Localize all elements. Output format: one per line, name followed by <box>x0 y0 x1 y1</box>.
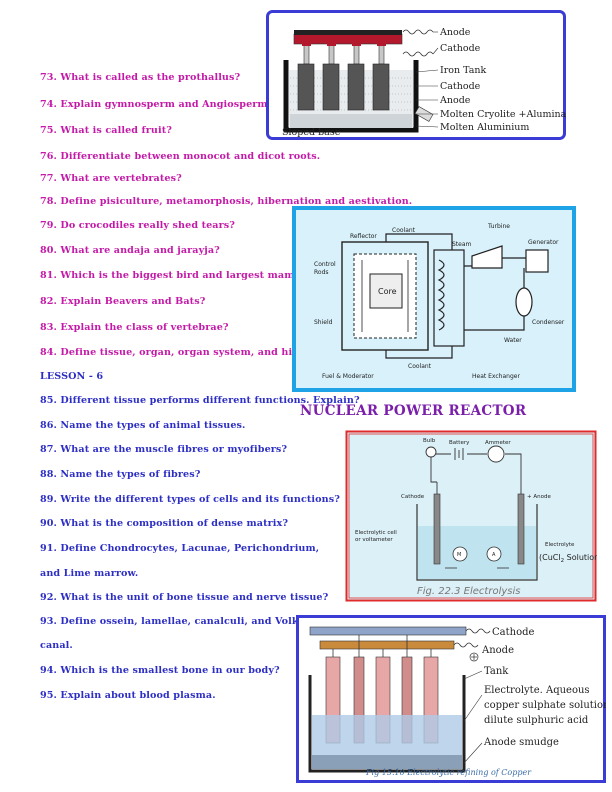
reactor-label-coolant-top: Coolant <box>392 227 416 234</box>
question-78: 78. Define pisiculture, metamorphosis, h… <box>40 196 413 207</box>
elec-label-battery: Battery <box>449 440 470 446</box>
cu-label-copper-sulphate: copper sulphate solution <box>484 700 606 711</box>
question-95: 95. Explain about blood plasma. <box>40 690 216 701</box>
question-84: 84. Define tissue, organ, organ system, … <box>40 347 334 358</box>
reactor-label-coolant-bottom: Coolant <box>408 363 432 370</box>
reactor-label-control-2: Rods <box>314 269 329 276</box>
cu-label-tank: Tank <box>484 666 509 677</box>
elec-label-ammeter: Ammeter <box>485 440 511 446</box>
reactor-label-steam: Steam <box>452 241 472 248</box>
reactor-label-shield: Shield <box>314 319 333 326</box>
cu-caption: Fig 15.10 Electrolytic refining of Coppe… <box>365 768 532 777</box>
elec-label-cathode: Cathode <box>401 494 425 500</box>
elec-caption: Fig. 22.3 Electrolysis <box>417 586 520 597</box>
question-75: 75. What is called fruit? <box>40 125 173 136</box>
question-74: 74. Explain gymnosperm and Angiosperms. <box>40 99 277 110</box>
cu-label-cathode: Cathode <box>492 627 534 638</box>
cu-label-anode: Anode <box>481 645 514 656</box>
question-82: 82. Explain Beavers and Bats? <box>40 296 206 307</box>
cu-label-sulphuric-acid: dilute sulphuric acid <box>484 715 589 726</box>
question-77: 77. What are vertebrates? <box>40 173 182 184</box>
reactor-title: NUCLEAR POWER REACTOR <box>300 403 527 419</box>
al-label-cathode: Cathode <box>440 43 481 54</box>
reactor-label-core: Core <box>378 287 397 296</box>
lesson-heading: LESSON - 6 <box>40 371 104 382</box>
reactor-label-water: Water <box>504 337 522 344</box>
question-93: 93. Define ossein, lamellae, canalculi, … <box>40 616 338 627</box>
elec-label-a-ion: A <box>492 552 496 558</box>
al-label-iron-tank: Iron Tank <box>440 65 487 76</box>
cu-label-electrolyte: Electrolyte. Aqueous <box>484 685 590 696</box>
al-label-molten-aluminium: Molten Aluminium <box>440 122 529 133</box>
reactor-label-fuel: Fuel & Moderator <box>322 373 374 380</box>
al-label-cathode-2: Cathode <box>440 81 481 92</box>
copper-refining-figure: Cathode Anode Tank Electrolyte. Aqueous … <box>296 615 610 783</box>
reactor-label-control-1: Control <box>314 261 336 268</box>
al-label-anode: Anode <box>439 27 471 38</box>
question-86: 86. Name the types of animal tissues. <box>40 420 246 431</box>
question-91: 91. Define Chondrocytes, Lacunae, Perich… <box>40 543 320 554</box>
elec-label-solution: (CuCl2 Solution) <box>539 553 597 564</box>
question-89: 89. Write the different types of cells a… <box>40 494 340 505</box>
question-90: 90. What is the composition of dense mat… <box>40 518 289 529</box>
electrolysis-figure: Bulb Battery Ammeter Cathode + Anode Ele… <box>345 430 602 602</box>
elec-label-cell-2: or voltameter <box>355 537 393 543</box>
question-83: 83. Explain the class of vertebrae? <box>40 322 229 333</box>
elec-label-electrolyte: Electrolyte <box>545 542 575 548</box>
reactor-label-generator: Generator <box>528 239 559 246</box>
reactor-label-condenser: Condenser <box>532 319 565 326</box>
question-91-continued: and Lime marrow. <box>40 568 139 579</box>
question-79: 79. Do crocodiles really shed tears? <box>40 220 236 231</box>
aluminium-cell-figure: Anode Cathode Iron Tank Cathode Anode Mo… <box>266 10 567 140</box>
cu-label-anode-smudge: Anode smudge <box>483 737 559 748</box>
elec-label-bulb: Bulb <box>423 438 436 444</box>
question-81: 81. Which is the biggest bird and larges… <box>40 270 321 281</box>
question-80: 80. What are andaja and jarayja? <box>40 245 220 256</box>
nuclear-reactor-figure: Coolant Turbine Reflector Generator Stea… <box>292 206 576 392</box>
question-94: 94. Which is the smallest bone in our bo… <box>40 665 280 676</box>
question-93-continued: canal. <box>40 640 73 651</box>
elec-label-anode: + Anode <box>527 494 551 500</box>
question-88: 88. Name the types of fibres? <box>40 469 201 480</box>
reactor-label-heat-exchanger: Heat Exchanger <box>472 373 520 380</box>
question-73: 73. What is called as the prothallus? <box>40 72 241 83</box>
al-label-sloped-base: Sloped base <box>282 127 341 138</box>
question-76: 76. Differentiate between monocot and di… <box>40 151 321 162</box>
al-label-cryolite: Molten Cryolite +Alumina <box>440 109 566 120</box>
question-92: 92. What is the unit of bone tissue and … <box>40 592 329 603</box>
question-85: 85. Different tissue performs different … <box>40 395 360 406</box>
question-87: 87. What are the muscle fibres or myofib… <box>40 444 288 455</box>
reactor-label-reflector: Reflector <box>350 233 377 240</box>
reactor-label-turbine: Turbine <box>487 223 510 230</box>
elec-label-cell-1: Electrolytic cell <box>355 530 397 536</box>
elec-label-m-ion: M <box>457 552 461 558</box>
al-label-anode-2: Anode <box>439 95 471 106</box>
